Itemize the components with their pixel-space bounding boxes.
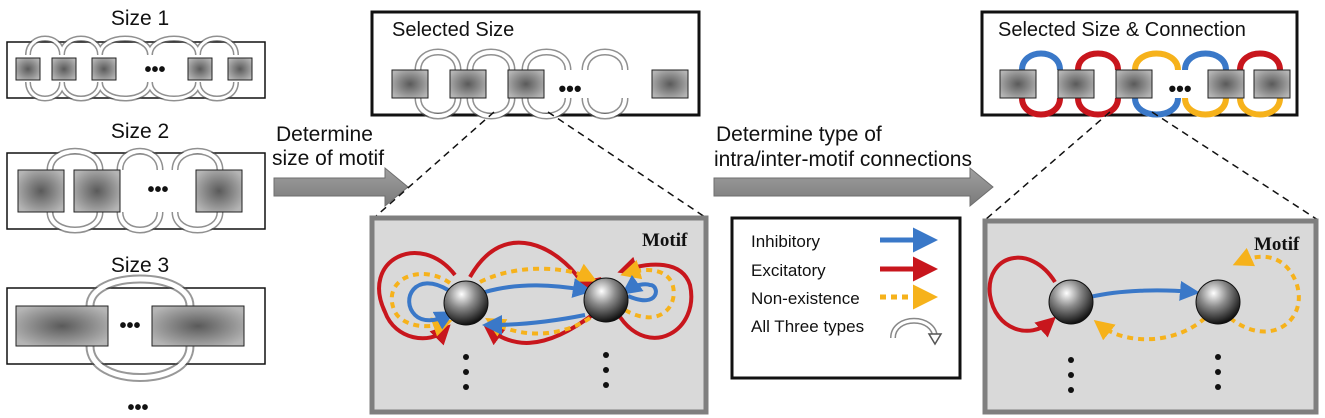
size-1-arrows-inner	[26, 37, 238, 100]
size-options: Size 1 ••• Size 2	[6, 7, 266, 418]
size-2-arrows-inner	[48, 149, 222, 232]
motif-panel-1: Motif	[369, 215, 709, 415]
selected-connection-ellipsis: •••	[1168, 76, 1191, 101]
motif-panel-1-label: Motif	[642, 230, 688, 251]
legend-label-all-three: All Three types	[751, 317, 864, 336]
size-3-units	[15, 305, 245, 347]
legend-item-excitatory: Excitatory	[751, 256, 938, 282]
motif-2-node-a	[1048, 279, 1094, 325]
legend-item-all-three: All Three types	[751, 317, 943, 346]
size-3-ellipsis: •••	[119, 315, 140, 337]
selected-size-title: Selected Size	[392, 19, 514, 41]
size-3-arrows-inner	[87, 276, 193, 380]
motif-1-inhibitory-edges	[407, 274, 658, 335]
legend-label-excitatory: Excitatory	[751, 261, 826, 280]
step-2-arrow: Determine type of intra/inter-motif conn…	[713, 123, 994, 208]
step-1-label-line1: Determine	[276, 123, 373, 146]
selected-connection-top-arrows	[1019, 50, 1283, 71]
connection-zoom-lines	[984, 111, 1319, 221]
motif-2-node-b	[1195, 279, 1241, 325]
selected-size-arrows-inner	[416, 50, 627, 118]
legend-label-inhibitory: Inhibitory	[751, 232, 820, 251]
selected-zoom-lines	[374, 111, 706, 218]
step-1-label-line2: size of motif	[272, 147, 384, 170]
selected-connection-bottom-arrows	[1019, 97, 1283, 118]
step-2-label-line2: intra/inter-motif connections	[714, 148, 972, 171]
motif-1-node-b	[583, 277, 629, 323]
sizes-more-ellipsis: •••	[127, 397, 148, 418]
motif-panel-2: Motif	[982, 218, 1319, 415]
motif-2-inhibitory-edge	[1089, 280, 1200, 301]
motif-2-excitatory-edge	[987, 255, 1057, 338]
motif-1-continuation-dots	[463, 352, 609, 390]
selected-size-units	[391, 69, 689, 99]
selected-size-ellipsis: •••	[558, 76, 581, 101]
selected-size-panel: Selected Size •••	[370, 10, 706, 218]
size-1-units	[15, 57, 253, 81]
selected-connection-units	[999, 69, 1291, 99]
step-2-block-arrow	[713, 166, 994, 208]
motif-2-nonexistence-edge-a	[1093, 316, 1207, 342]
legend-label-nonexistence: Non-existence	[751, 289, 860, 308]
size-1-ellipsis: •••	[144, 59, 165, 81]
motif-2-continuation-dots	[1068, 354, 1221, 393]
selected-connection-title: Selected Size & Connection	[998, 19, 1246, 41]
motif-panel-2-box	[982, 218, 1319, 415]
legend-item-inhibitory: Inhibitory	[751, 227, 938, 253]
motif-panel-1-box	[369, 215, 709, 415]
size-1-box	[6, 41, 266, 99]
legend-swatch-all-three-inner	[891, 319, 937, 339]
size-2-ellipsis: •••	[147, 179, 168, 201]
motif-panel-2-label: Motif	[1254, 234, 1300, 255]
size-3-label: Size 3	[111, 254, 169, 277]
step-2-label-line1: Determine type of	[716, 123, 882, 146]
motif-1-node-a	[443, 280, 489, 326]
legend: Inhibitory Excitatory Non-existence All …	[730, 216, 962, 380]
size-2-units	[17, 169, 243, 213]
selected-connection-panel: Selected Size & Connection •••	[980, 10, 1319, 221]
step-1-arrow: Determine size of motif	[272, 123, 409, 208]
step-1-block-arrow	[273, 166, 409, 208]
legend-item-nonexistence: Non-existence	[751, 284, 938, 310]
size-1-label: Size 1	[111, 7, 169, 30]
legend-swatch-all-three-head	[927, 333, 943, 346]
motif-2-nonexistence-edge-b	[1228, 247, 1301, 334]
size-2-label: Size 2	[111, 120, 169, 143]
